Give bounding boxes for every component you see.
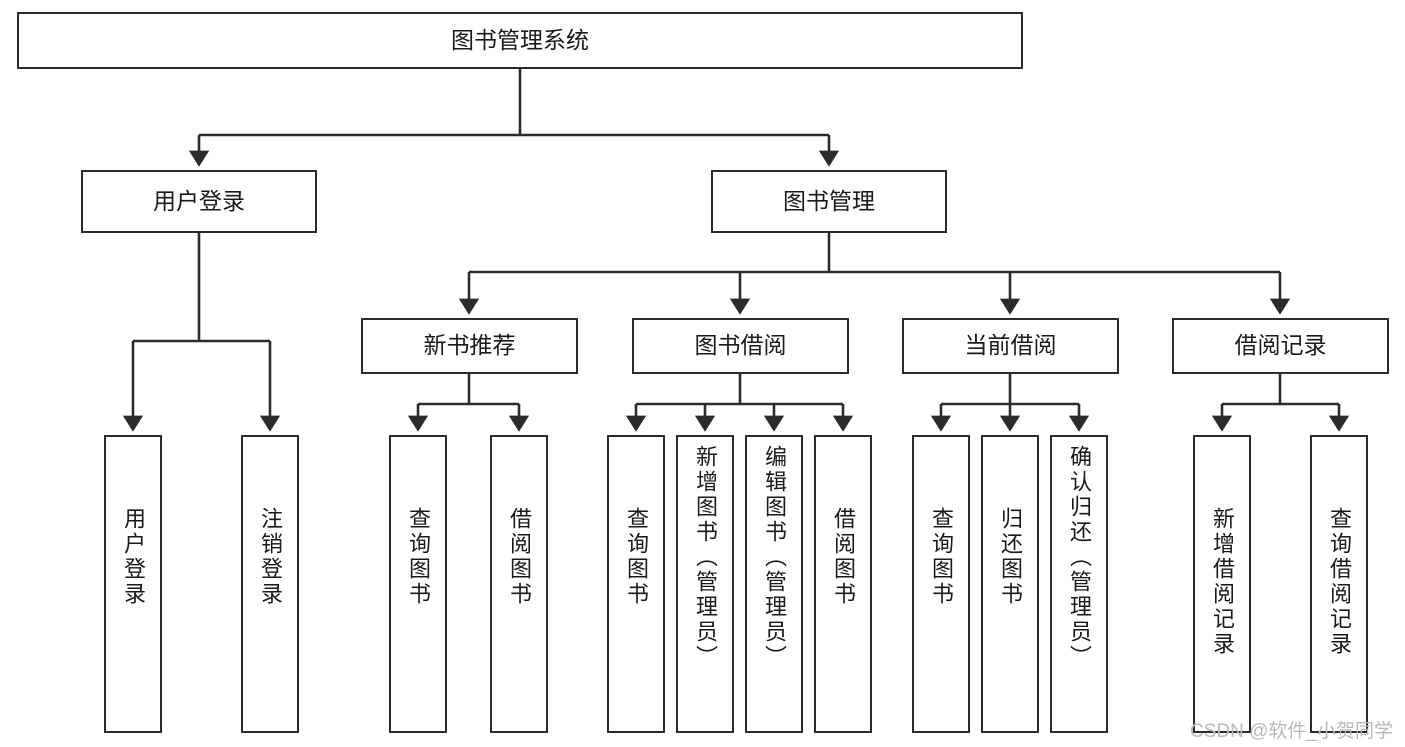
node-label: 用户登录	[153, 187, 245, 214]
node-label: 新书推荐	[423, 332, 516, 359]
node-current-borrow[interactable]: 当前借阅	[902, 318, 1119, 374]
leaf-user-login-logout[interactable]: 注销登录	[241, 435, 299, 733]
leaf-book-borrow-edit-book-admin[interactable]: 编辑图书（管理员）	[745, 435, 803, 733]
node-label: 新增借阅记录	[1210, 507, 1235, 657]
leaf-current-borrow-return-book[interactable]: 归还图书	[981, 435, 1039, 733]
node-label: 图书管理系统	[451, 26, 589, 53]
watermark-csdn: CSDN @软件_小贺同学	[1190, 721, 1393, 742]
leaf-borrow-record-query-record[interactable]: 查询借阅记录	[1310, 435, 1368, 733]
node-label: 借阅图书	[831, 507, 856, 607]
node-label: 注销登录	[258, 507, 283, 607]
node-borrow-record[interactable]: 借阅记录	[1172, 318, 1389, 374]
node-book-management[interactable]: 图书管理	[711, 170, 947, 233]
node-label: 当前借阅	[964, 332, 1057, 359]
node-label: 借阅记录	[1234, 332, 1327, 359]
node-label: 确认归还（管理员）	[1067, 445, 1092, 670]
node-label: 编辑图书（管理员）	[762, 445, 787, 670]
node-user-login[interactable]: 用户登录	[81, 170, 317, 233]
node-label: 新增图书（管理员）	[693, 445, 718, 670]
leaf-book-borrow-borrow-book[interactable]: 借阅图书	[814, 435, 872, 733]
leaf-new-book-borrow-book[interactable]: 借阅图书	[490, 435, 548, 733]
node-label: 查询图书	[929, 507, 954, 607]
node-book-borrow[interactable]: 图书借阅	[632, 318, 849, 374]
node-label: 借阅图书	[507, 507, 532, 607]
node-new-book-recommend[interactable]: 新书推荐	[361, 318, 578, 374]
leaf-new-book-query-book[interactable]: 查询图书	[389, 435, 447, 733]
leaf-current-borrow-confirm-return-admin[interactable]: 确认归还（管理员）	[1050, 435, 1108, 733]
node-label: 用户登录	[121, 507, 146, 607]
node-label: 归还图书	[998, 507, 1023, 607]
leaf-book-borrow-add-book-admin[interactable]: 新增图书（管理员）	[676, 435, 734, 733]
leaf-user-login-login[interactable]: 用户登录	[104, 435, 162, 733]
leaf-borrow-record-add-record[interactable]: 新增借阅记录	[1193, 435, 1251, 733]
node-label: 查询借阅记录	[1327, 507, 1352, 657]
leaf-book-borrow-query-book[interactable]: 查询图书	[607, 435, 665, 733]
node-label: 图书借阅	[694, 332, 787, 359]
node-label: 查询图书	[624, 507, 649, 607]
leaf-current-borrow-query-book[interactable]: 查询图书	[912, 435, 970, 733]
node-root-book-management-system[interactable]: 图书管理系统	[17, 12, 1023, 69]
node-label: 图书管理	[783, 187, 875, 214]
node-label: 查询图书	[406, 507, 431, 607]
